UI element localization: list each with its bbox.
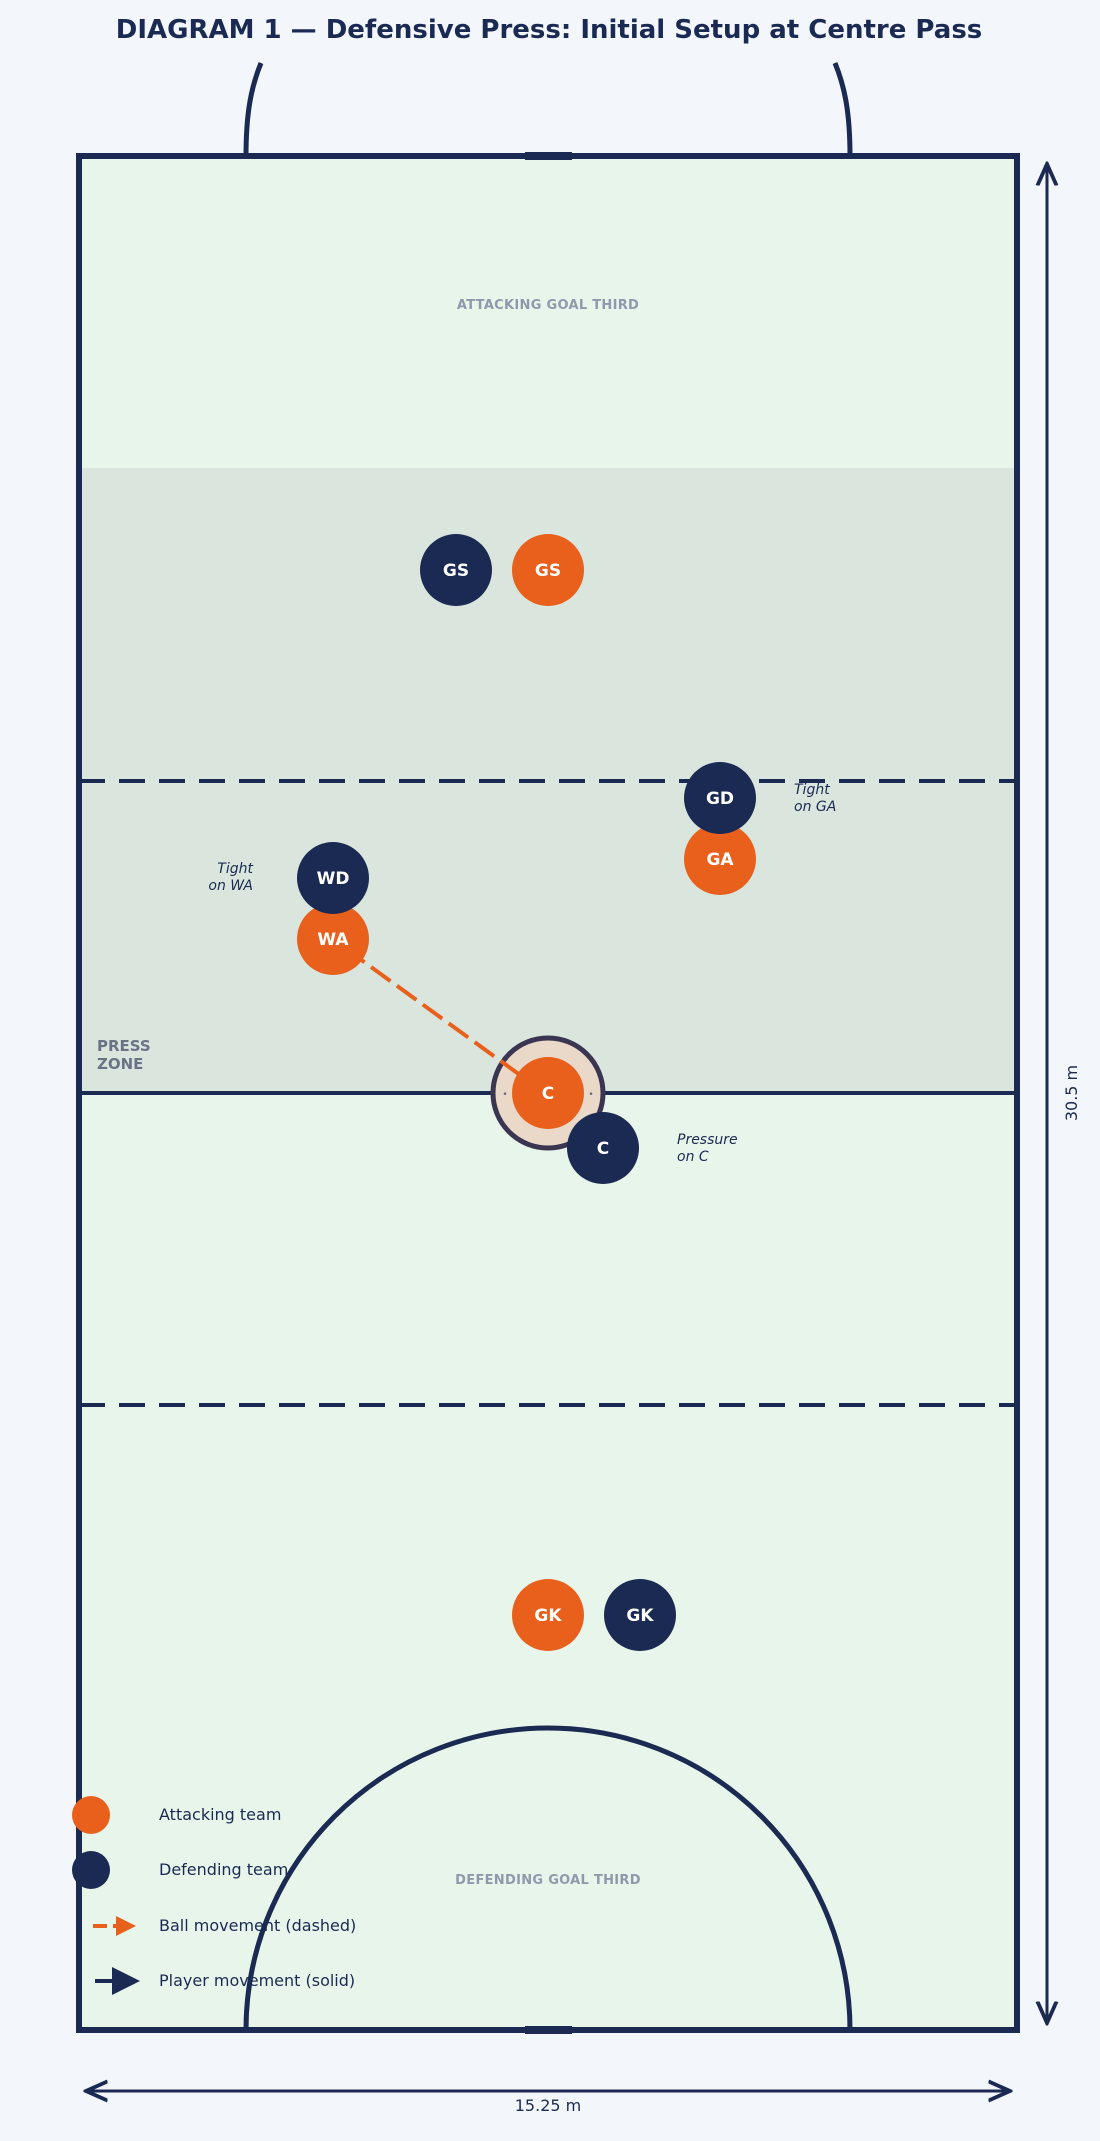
defending-third-label: DEFENDING GOAL THIRD [455,1873,641,1888]
note-tight-on-ga-line1: Tight [794,782,830,798]
court-length-label: 30.5 m [1062,1065,1081,1121]
diagram-title: DIAGRAM 1 — Defensive Press: Initial Set… [116,15,983,45]
player-defending-gd[interactable]: GD [684,762,756,834]
player-attacking-gk-label: GK [534,1606,562,1626]
legend-ball-movement-label: Ball movement (dashed) [159,1916,356,1935]
player-attacking-ga-label: GA [706,850,734,870]
legend-attacking-swatch [72,1796,110,1834]
note-tight-on-ga-line2: on GA [794,799,836,815]
legend-defending-swatch [72,1851,110,1889]
legend-attacking-label: Attacking team [159,1805,281,1824]
player-attacking-gs-label: GS [535,561,561,581]
player-defending-gs[interactable]: GS [420,534,492,606]
player-defending-c-label: C [597,1139,609,1159]
attacking-third-label: ATTACKING GOAL THIRD [457,298,639,313]
legend: Attacking team Defending team Ball movem… [72,1796,356,1995]
player-defending-c[interactable]: C [567,1112,639,1184]
top-goal-post [525,152,572,160]
player-attacking-c-label: C [542,1084,554,1104]
player-defending-gk[interactable]: GK [604,1579,676,1651]
centre-circle-tick-right: • [588,1090,593,1100]
note-pressure-on-c-line2: on C [677,1149,709,1165]
player-attacking-ga[interactable]: GA [684,823,756,895]
player-attacking-c[interactable]: C [512,1057,584,1129]
player-defending-gs-label: GS [443,561,469,581]
player-attacking-gk[interactable]: GK [512,1579,584,1651]
player-defending-wd[interactable]: WD [297,842,369,914]
note-tight-on-wa-line2: on WA [208,878,253,894]
legend-player-movement-label: Player movement (solid) [159,1971,355,1990]
press-zone-label-line2: ZONE [97,1055,143,1073]
player-defending-gd-label: GD [706,789,734,809]
player-attacking-gs[interactable]: GS [512,534,584,606]
legend-defending-label: Defending team [159,1860,288,1879]
player-defending-wd-label: WD [317,869,350,889]
note-pressure-on-c-line1: Pressure [677,1132,738,1148]
top-goal-circle-left-arc [243,62,264,157]
centre-circle-tick-left: • [502,1090,507,1100]
court-width-label: 15.25 m [515,2096,581,2115]
press-zone-label-line1: PRESS [97,1037,151,1055]
player-attacking-wa-label: WA [317,930,349,950]
player-defending-gk-label: GK [626,1606,654,1626]
defending-goal-circle [243,1725,853,2031]
ball-pass-c-to-wa [358,957,522,1077]
top-goal-circle-right-arc [832,62,853,157]
player-attacking-wa[interactable]: WA [297,903,369,975]
bottom-goal-post [525,2026,572,2034]
note-tight-on-wa-line1: Tight [217,861,253,877]
